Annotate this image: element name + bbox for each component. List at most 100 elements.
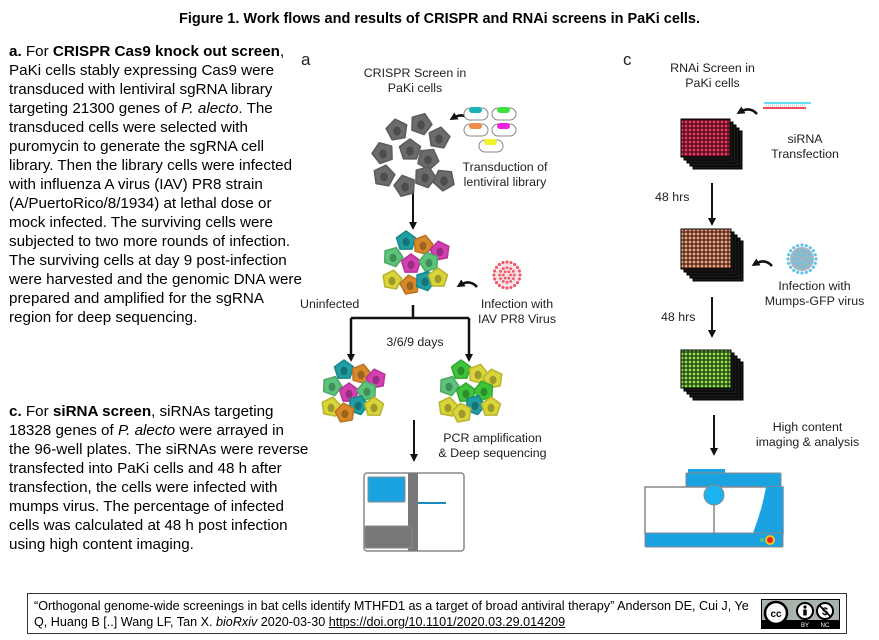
cell-icon [333,359,355,379]
curved-arrow-iav [456,279,478,288]
iav-infection-line2: IAV PR8 Virus [477,312,557,326]
rnai-title-line2: PaKi cells [685,76,740,90]
cell-cluster-uninfected-library [371,112,455,198]
cell-icon [450,359,472,379]
cell-icon [322,375,343,397]
cc-text: cc [770,609,782,620]
cell-icon [338,382,360,402]
cell-icon [455,382,477,402]
cc-license-badge[interactable]: cc $ BY NC [761,599,840,629]
transduction-line2: lentiviral library [463,175,547,189]
cell-cluster-uninfected-result [321,359,386,423]
plasmid-icon [463,123,489,137]
cell-icon [334,402,355,423]
plate-stack-orange [680,228,744,282]
iav-infection-line1: Infection with [480,297,554,311]
nc-text: NC [821,623,830,628]
cell-icon [427,267,449,287]
pcr-line1: PCR amplification [443,431,542,445]
para-c-part2: were arrayed in the 96-well plates. The … [9,422,309,553]
para-c-species: P. alecto [117,422,176,439]
sirna-duplex-icon [763,102,811,109]
plasmid-icon [478,139,504,153]
cell-icon [428,126,451,149]
citation-box: “Orthogonal genome-wide screenings in ba… [27,593,847,634]
para-a-bold: CRISPR Cas9 knock out screen [52,43,280,60]
description-panel-c: c. For siRNA screen, siRNAs targeting 18… [9,402,309,554]
cell-icon [395,230,417,250]
days-label: 3/6/9 days [386,335,444,349]
imaging-line2: imaging & analysis [755,435,860,449]
cell-cluster-infected-result [438,359,503,423]
sirna-line1: siRNA [787,132,823,146]
para-c-bold: siRNA screen [52,403,152,420]
plasmid-icon [491,123,517,137]
hrs-label-1: 48 hrs [655,190,690,204]
figure-title: Figure 1. Work flows and results of CRIS… [178,11,701,27]
uninfected-label: Uninfected [300,297,360,311]
plate-stack-red [680,118,743,170]
cell-icon [411,112,433,136]
cc-icon [763,600,789,626]
hrs-label-2: 48 hrs [661,310,696,324]
para-c-label: c. [9,403,22,420]
pcr-label: PCR amplification& Deep sequencing [430,431,555,461]
cell-icon [385,118,408,141]
cell-icon [439,375,460,397]
rnai-title-line1: RNAi Screen in [670,61,755,75]
para-a-part1: , PaKi cells stably expressing Cas9 were… [9,43,285,117]
branch-connector [351,305,469,320]
cell-icon [399,274,420,295]
para-a-lead: For [21,43,53,60]
para-a-species: P. alecto [181,100,239,117]
citation-journal: bioRxiv [216,615,258,629]
workflow-diagram [321,102,818,552]
panel-c-letter: c [623,50,632,69]
by-text: BY [801,623,809,628]
cell-icon [432,169,455,192]
sirna-line2: Transfection [771,147,839,161]
sequencer-instrument-icon [363,472,465,552]
para-c-lead: For [21,403,53,420]
para-a-part2: . The transduced cells were selected wit… [9,100,302,326]
imaging-instrument-icon [644,469,784,548]
cell-icon [382,269,403,290]
citation-text: “Orthogonal genome-wide screenings in ba… [34,598,754,630]
imaging-line1: High content [772,420,843,434]
cell-icon [363,396,385,416]
para-a-label: a. [9,43,22,60]
cell-icon [413,234,434,256]
citation-authors: “Orthogonal genome-wide screenings in ba… [34,599,749,629]
pcr-line2: & Deep sequencing [438,446,547,460]
cell-icon [373,164,396,187]
cell-icon [480,396,502,416]
cell-icon [418,251,439,273]
transduction-line1: Transduction of [462,160,548,174]
cell-icon [393,174,415,198]
cell-icon [415,165,437,189]
curved-arrow-sirna [736,106,758,115]
plasmid-library-icons [463,107,517,153]
plate-stack-green [680,349,744,401]
cell-icon [371,141,393,165]
mumps-virus-icon [786,243,818,275]
panel-a-letter: a [301,50,311,69]
cell-icon [398,138,422,160]
mumps-infection-line1: Infection with [778,279,851,293]
citation-date: 2020-03-30 [257,615,329,629]
citation-doi-link[interactable]: https://doi.org/10.1101/2020.03.29.01420… [328,615,566,629]
iav-virus-icon [492,260,522,290]
crispr-title-line1: CRISPR Screen in [363,66,467,80]
plasmid-icon [491,107,517,121]
curved-arrow-mumps [751,258,773,267]
plasmid-icon [463,107,489,121]
para-c-part1: , siRNAs targeting 18328 genes of [9,403,274,439]
cell-cluster-infected-library [382,230,450,295]
crispr-title-line2: PaKi cells [387,81,443,95]
cell-icon [451,402,472,423]
